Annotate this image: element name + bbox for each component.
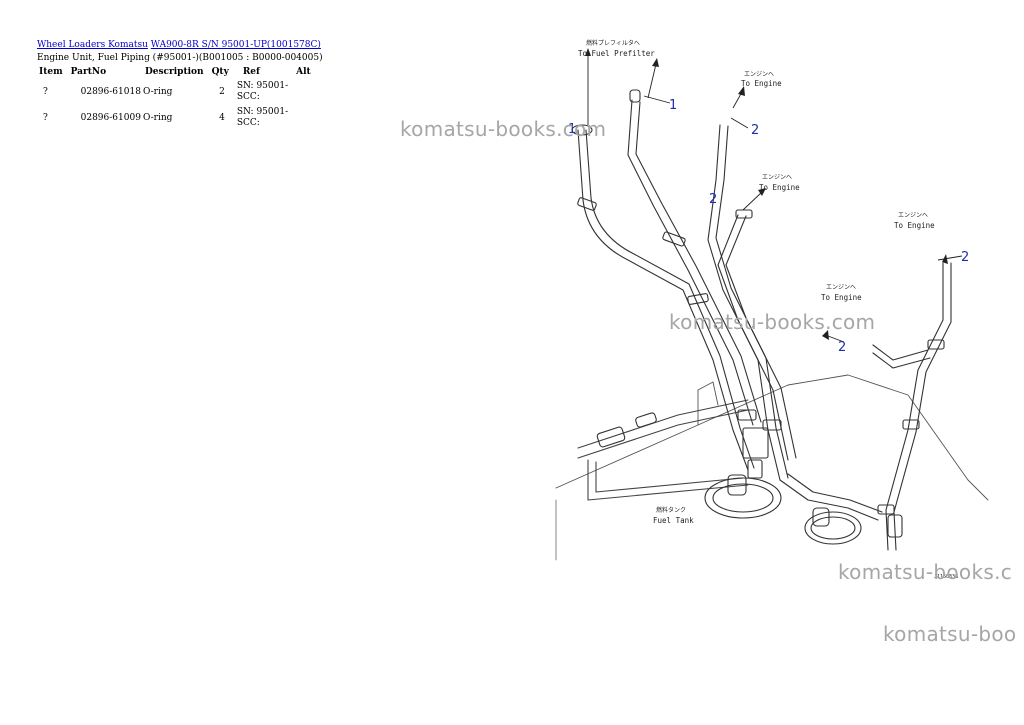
ref-scc: SCC: (236, 118, 260, 128)
drawing-number: J1160338 (934, 574, 958, 580)
cell-description: O-ring (142, 112, 173, 123)
label-engine-jp-4: エンジンへ (826, 284, 856, 291)
label-prefilter-jp: 燃料プレフィルタへ (586, 39, 640, 47)
callout-2-c: 2 (961, 250, 969, 265)
label-engine-en-1: To Engine (741, 79, 782, 88)
breadcrumb: Wheel Loaders Komatsu WA900-8R S/N 95001… (37, 39, 323, 52)
header-alt: Alt (296, 67, 311, 77)
cell-qty: 2 (219, 86, 225, 97)
callout-2-a: 2 (751, 123, 759, 138)
label-engine-jp-1: エンジンへ (744, 71, 774, 78)
ref-scc: SCC: (236, 92, 260, 102)
page-subtitle: Engine Unit, Fuel Piping (#95001-)(B0010… (37, 53, 323, 63)
label-engine-jp-3: エンジンへ (898, 212, 928, 219)
table-row: ? 02896-61018 O-ring 2 SN: 95001- SCC: (35, 79, 315, 105)
watermark: komatsu-boo (883, 622, 1017, 646)
label-engine-jp-2: エンジンへ (762, 174, 792, 181)
watermark: komatsu-books.com (400, 117, 607, 141)
label-engine-en-3: To Engine (894, 221, 935, 230)
header-ref: Ref (242, 67, 260, 77)
cell-ref: SN: 95001- SCC: (233, 105, 292, 131)
cell-item: ? (43, 112, 48, 123)
breadcrumb-link-model[interactable]: WA900-8R S/N 95001-UP(1001578C) (150, 40, 321, 50)
label-engine-en-4: To Engine (821, 293, 862, 302)
parts-table: Item PartNo Description Qty Ref Alt ? 02… (35, 65, 315, 131)
label-engine-en-2: To Engine (759, 183, 800, 192)
cell-alt (292, 79, 315, 105)
ref-sn: SN: 95001- (236, 107, 289, 117)
watermark: komatsu-books.com (669, 310, 876, 334)
header-qty: Qty (211, 67, 229, 77)
page-header: Wheel Loaders Komatsu WA900-8R S/N 95001… (37, 39, 323, 65)
watermark: komatsu-books.c (838, 560, 1013, 584)
label-tank-jp: 燃料タンク (656, 506, 686, 514)
callout-2-b: 2 (709, 192, 717, 207)
cell-alt (292, 105, 315, 131)
label-prefilter-en: To Fuel Prefilter (578, 49, 655, 58)
label-tank-en: Fuel Tank (653, 516, 694, 525)
callout-2-d: 2 (838, 340, 846, 355)
table-row: ? 02896-61009 O-ring 4 SN: 95001- SCC: (35, 105, 315, 131)
cell-description: O-ring (142, 86, 173, 97)
cell-item: ? (43, 86, 48, 97)
cell-qty: 4 (219, 112, 225, 123)
callout-1-lower: 1 (568, 122, 576, 137)
callout-1-upper: 1 (669, 98, 677, 113)
header-item: Item (39, 67, 63, 77)
table-header-row: Item PartNo Description Qty Ref Alt (35, 65, 315, 79)
cell-partno: 02896-61018 (80, 86, 141, 97)
header-partno: PartNo (70, 67, 107, 77)
cell-ref: SN: 95001- SCC: (233, 79, 292, 105)
fuel-piping-diagram: 燃料プレフィルタへ To Fuel Prefilter 1 1 エンジンへ To… (555, 39, 989, 580)
header-description: Description (144, 67, 204, 77)
breadcrumb-link-wheel-loaders[interactable]: Wheel Loaders Komatsu (37, 40, 148, 50)
ref-sn: SN: 95001- (236, 81, 289, 91)
cell-partno: 02896-61009 (80, 112, 141, 123)
